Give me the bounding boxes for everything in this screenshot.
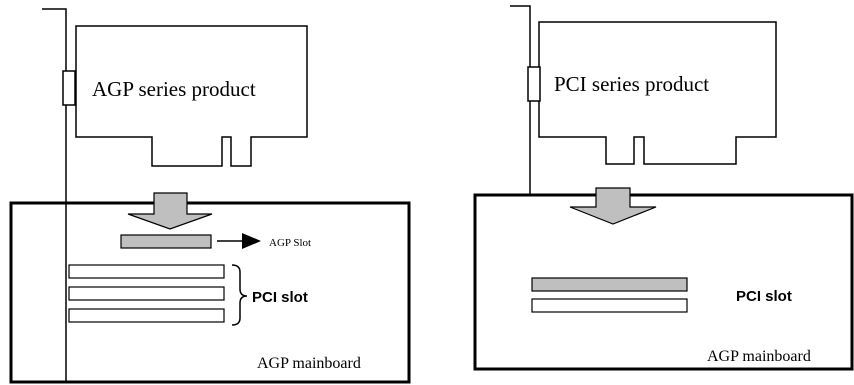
pci-card-label: PCI series product xyxy=(554,72,709,96)
agp-card-body xyxy=(75,25,308,167)
agp-card-connector-tab xyxy=(62,70,76,106)
pci-card-body xyxy=(538,21,777,165)
agp-card-label: AGP series product xyxy=(92,77,256,101)
pci-card-bracket xyxy=(510,5,531,195)
pci-mainboard-outline xyxy=(473,193,854,371)
right-panel: PCI series product PCI slot AGP mainboar… xyxy=(473,5,854,371)
right-pci-slot-1 xyxy=(531,277,688,292)
left-mainboard-label: AGP mainboard xyxy=(257,355,361,372)
pci-card-illustration: PCI series product xyxy=(510,5,777,195)
agp-insert-down-arrow xyxy=(127,192,213,230)
agp-mainboard-outline xyxy=(9,201,411,384)
pci-slot-2 xyxy=(68,286,225,301)
left-pci-slot-label: PCI slot xyxy=(252,289,308,306)
pci-insert-down-arrow xyxy=(569,187,657,225)
agp-slot-pointer-arrow xyxy=(217,233,261,249)
right-mainboard-label: AGP mainboard xyxy=(707,348,811,365)
pci-slot-brace xyxy=(231,264,248,326)
agp-slot xyxy=(120,234,212,249)
left-panel: AGP series product AGP Slot PCI slot AGP… xyxy=(9,8,411,384)
agp-slot-label: AGP Slot xyxy=(269,237,311,249)
pci-slot-1 xyxy=(68,264,225,279)
right-pci-slot-2 xyxy=(531,298,688,313)
pci-card-connector-tab xyxy=(527,66,541,102)
agp-card-bracket xyxy=(42,8,67,382)
right-pci-slot-label: PCI slot xyxy=(736,288,792,305)
agp-card-illustration: AGP series product xyxy=(42,8,308,382)
pci-slot-3 xyxy=(68,308,225,323)
